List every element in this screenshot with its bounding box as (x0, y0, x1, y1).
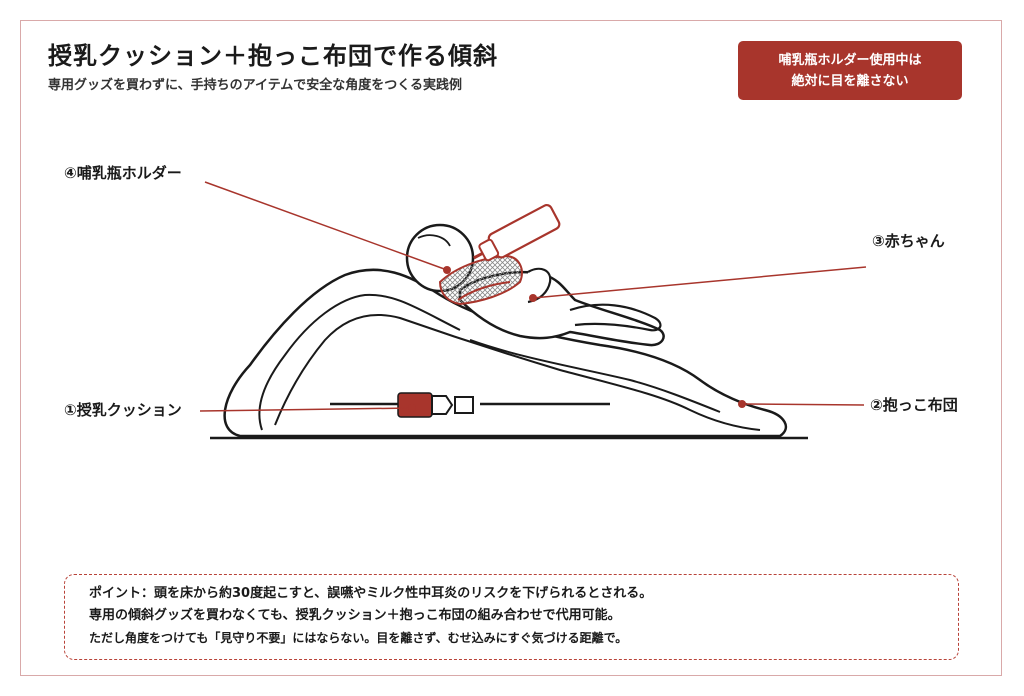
note-line-2: 専用の傾斜グッズを買わなくても、授乳クッション＋抱っこ布団の組み合わせで代用可能… (89, 608, 621, 623)
page-subtitle: 専用グッズを買わずに、手持ちのアイテムで安全な角度をつくる実践例 (48, 78, 463, 93)
note-line-1: ポイント：頭を床から約30度起こすと、誤嚥やミルク性中耳炎のリスクを下げられると… (89, 586, 653, 601)
page-title: 授乳クッション＋抱っこ布団で作る傾斜 (48, 41, 498, 70)
label-hug-futon: ②抱っこ布団 (870, 396, 958, 414)
warning-badge: 哺乳瓶ホルダー使用中は 絶対に目を離さない (738, 41, 962, 100)
leader-nursing-cushion (199, 407, 413, 412)
page-frame (20, 20, 1002, 676)
leader-bottle-holder (204, 181, 448, 271)
warning-line-2: 絶対に目を離さない (791, 73, 909, 89)
label-bottle-holder: ④哺乳瓶ホルダー (64, 164, 182, 182)
point-note-box: ポイント：頭を床から約30度起こすと、誤嚥やミルク性中耳炎のリスクを下げられると… (64, 574, 959, 660)
leader-hug-futon (741, 403, 865, 406)
note-line-3: ただし角度をつけても「見守り不要」にはならない。目を離さず、むせ込みにすぐ気づけ… (89, 631, 628, 645)
baby-bottle (473, 203, 561, 262)
label-nursing-cushion: ①授乳クッション (64, 401, 182, 419)
belt-buckle (397, 392, 433, 418)
leader-baby (532, 266, 867, 299)
warning-line-1: 哺乳瓶ホルダー使用中は (778, 52, 922, 68)
label-baby: ③赤ちゃん (872, 232, 945, 250)
bottle-holder-mesh (438, 254, 523, 306)
